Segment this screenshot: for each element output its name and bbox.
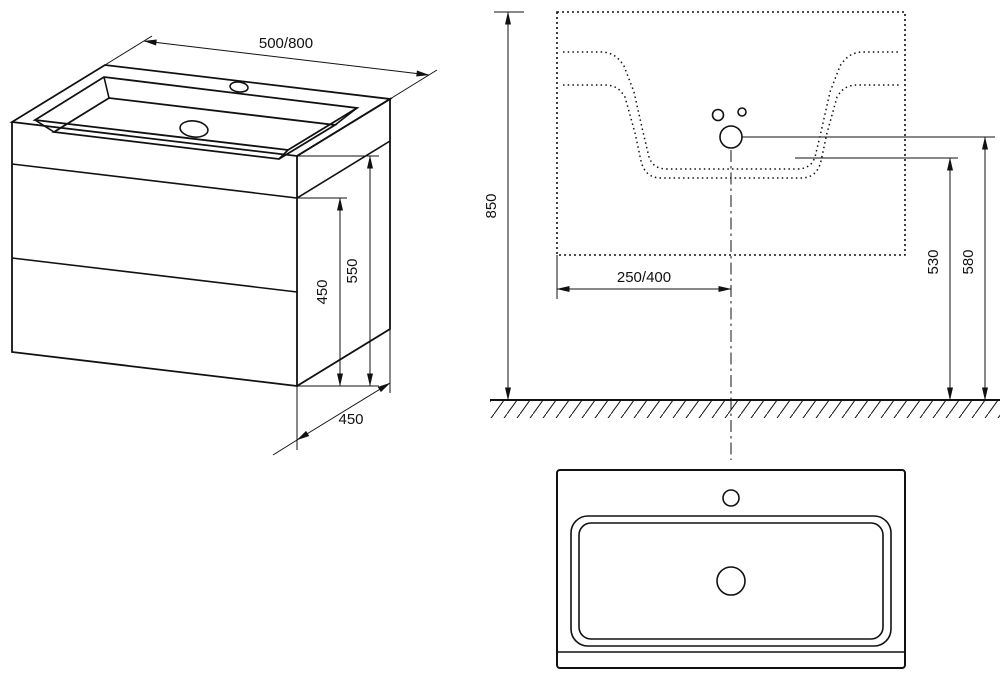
dimension-trap-height-label: 530 <box>925 249 942 274</box>
drain-hole <box>179 120 209 138</box>
dimension-depth-label: 450 <box>338 411 363 428</box>
bowl-outer-rim <box>570 515 892 647</box>
cabinet-outline-dashed <box>556 11 906 256</box>
basin-outer-contour <box>563 84 900 179</box>
drain-outlet-hole <box>719 125 743 149</box>
basin-outline <box>556 469 906 669</box>
plan-view <box>556 469 906 669</box>
front-elevation-view: 850 580 530 250/400 <box>483 11 1000 460</box>
dimension-mounting-height: 850 <box>483 11 524 401</box>
drain-hole <box>716 566 746 596</box>
dimension-total-height: 550 <box>297 155 379 387</box>
isometric-view: 500/800 550 450 450 <box>9 35 438 456</box>
dimension-line-tail <box>272 439 298 456</box>
dimension-trap-height: 530 <box>795 157 958 401</box>
mounting-hole-left <box>711 108 725 122</box>
tap-hole <box>229 81 249 93</box>
dimension-mounting-height-label: 850 <box>483 193 500 218</box>
dimension-center-offset-label: 250/400 <box>617 269 671 286</box>
drawer-seam <box>11 257 298 293</box>
dimension-center-offset: 250/400 <box>556 255 732 299</box>
basin-bowl-bottom <box>51 97 338 160</box>
dimension-outlet-height-label: 580 <box>960 249 977 274</box>
bowl-inner-rim <box>578 522 884 640</box>
floor-hatching <box>490 400 1000 418</box>
dimension-width: 500/800 <box>104 35 438 100</box>
basin-top-rim <box>9 64 393 157</box>
dimension-depth: 450 <box>272 329 391 456</box>
floor <box>490 399 1000 418</box>
dimension-cabinet-height: 450 <box>297 197 347 387</box>
dimension-line <box>143 39 430 77</box>
tap-hole <box>722 489 740 507</box>
basin-bowl-walls <box>34 76 358 160</box>
cabinet-side-panel <box>296 97 391 387</box>
mounting-hole-right <box>737 107 747 117</box>
dimension-line <box>296 382 391 441</box>
dimension-outlet-height: 580 <box>742 136 995 401</box>
cabinet-front-panel <box>11 122 298 388</box>
dimension-cabinet-height-label: 450 <box>314 279 331 304</box>
dimension-width-label: 500/800 <box>259 35 313 52</box>
dimension-total-height-label: 550 <box>344 258 361 283</box>
